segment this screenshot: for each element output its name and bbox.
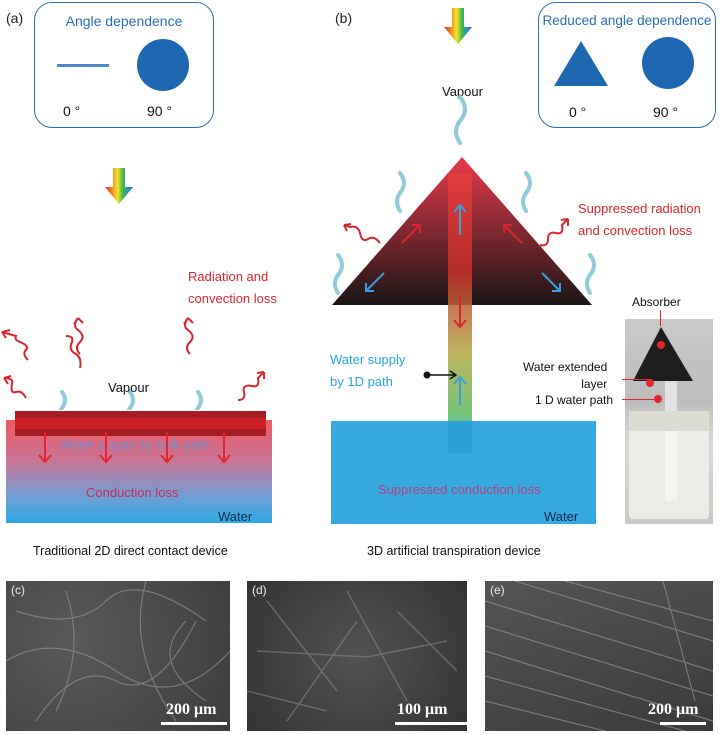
water-path-label: 1 D water path (535, 393, 614, 407)
water-supply-line-1: Water supply (330, 352, 406, 367)
water-label-b: Water (544, 509, 579, 524)
suppressed-radiation-label: Suppressed radiation and convection loss (578, 198, 701, 242)
scale-label-e: 200 μm (648, 701, 699, 718)
sem-texture (485, 581, 713, 731)
reduced-angle-dependence-inset: Reduced angle dependence 0 ° 90 ° (538, 2, 716, 128)
panel-a-label: (a) (6, 10, 24, 26)
conduction-loss-label-a: Conduction loss (86, 485, 179, 500)
angle-0-label: 0 ° (63, 103, 81, 119)
angle-dependence-inset: Angle dependence 0 ° 90 ° (34, 2, 214, 128)
sem-image-d: (d) 100 μm (247, 581, 467, 731)
sem-image-e: (e) 200 μm (485, 581, 713, 731)
panel-b-label: (b) (335, 10, 353, 26)
radiation-line-2: convection loss (188, 291, 277, 306)
device-photo (625, 319, 713, 524)
sunlight-arrow-icon (444, 8, 472, 44)
panel-e-label: (e) (490, 583, 505, 597)
angle-90-label: 90 ° (653, 104, 679, 120)
sem-image-c: (c) 200 μm (6, 581, 230, 731)
scale-bar-d (395, 722, 467, 725)
sem-texture (6, 581, 230, 722)
panel-d-label: (d) (252, 583, 267, 597)
caption-b: 3D artificial transpiration device (367, 544, 541, 558)
scale-bar-c (161, 722, 227, 725)
absorber-label: Absorber (632, 295, 681, 309)
radiation-arrow-icon (1, 329, 82, 369)
scale-bar-e (660, 722, 706, 725)
absorber-pointer (660, 310, 661, 326)
water-label-a: Water (218, 509, 253, 524)
vapour-wave-icon (333, 95, 596, 295)
sem-texture (247, 590, 458, 722)
circle-shape-icon (642, 37, 694, 89)
angle-0-label: 0 ° (569, 104, 587, 120)
scale-label-c: 200 μm (166, 701, 217, 718)
triangle-shape-icon (554, 41, 608, 86)
line-shape-icon (57, 64, 109, 67)
extended-layer-label: Water extended layer (523, 359, 607, 393)
extended-layer-line-2: layer (581, 377, 608, 391)
vapour-label-b: Vapour (442, 84, 483, 99)
panel-a-emission-graphics (1, 317, 265, 410)
radiation-line-1: Radiation and (188, 269, 269, 284)
water-supply-label-a: Water supply by bulk path (60, 437, 210, 452)
bulk-water-body (6, 420, 272, 523)
suppressed-radiation-line-2: and convection loss (578, 223, 693, 238)
circle-shape-icon (137, 39, 189, 91)
device-photo-graphic (629, 327, 709, 519)
vapour-wave-icon (58, 390, 203, 410)
suppressed-conduction-label: Suppressed conduction loss (378, 482, 541, 497)
caption-a: Traditional 2D direct contact device (33, 544, 228, 558)
column-submerged-part (448, 421, 472, 453)
suppressed-radiation-line-1: Suppressed radiation (578, 201, 701, 216)
inset-title: Reduced angle dependence (542, 13, 712, 28)
radiation-loss-label-a: Radiation and convection loss (188, 266, 277, 310)
extended-layer-pointer (622, 379, 650, 380)
water-supply-line-2: by 1D path (330, 374, 393, 389)
water-supply-1d-label: Water supply by 1D path (330, 349, 405, 393)
inset-title: Angle dependence (65, 13, 183, 29)
transpiration-device-graphic (332, 95, 596, 453)
vapour-label-a: Vapour (108, 380, 149, 395)
extended-layer-line-1: Water extended (523, 360, 608, 374)
angle-90-label: 90 ° (147, 103, 173, 119)
panel-c-label: (c) (11, 583, 25, 597)
absorber-layer-2d (15, 411, 266, 436)
scale-label-d: 100 μm (397, 701, 448, 718)
downward-heat-arrows (38, 432, 231, 464)
water-path-pointer (622, 399, 658, 400)
sunlight-arrow-icon (105, 168, 133, 204)
